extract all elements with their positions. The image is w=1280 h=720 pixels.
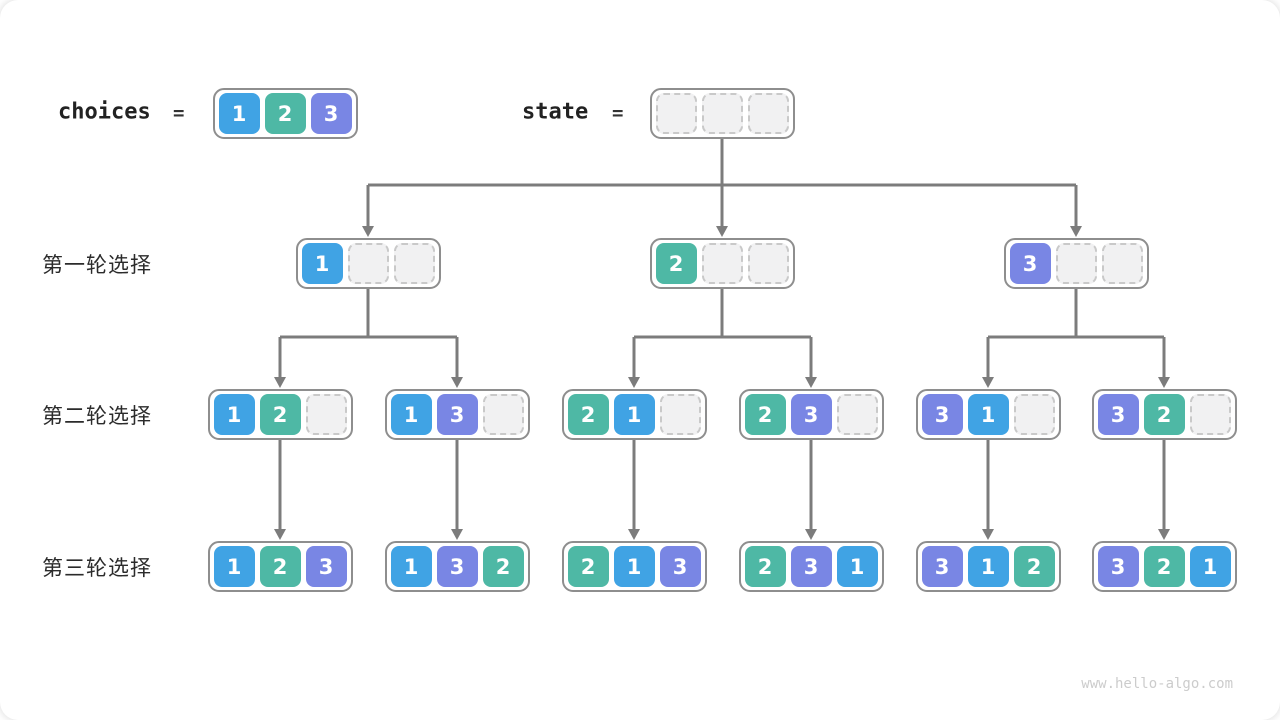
round-2-label: 第二轮选择 bbox=[42, 404, 152, 428]
choices-equals-sign: = bbox=[173, 102, 185, 124]
empty-cell bbox=[482, 394, 524, 435]
value-cell-2: 2 bbox=[1143, 394, 1185, 435]
value-cell-2: 2 bbox=[1143, 546, 1185, 587]
empty-cell bbox=[1101, 243, 1143, 284]
empty-cell bbox=[1055, 243, 1097, 284]
choices-label: choices bbox=[58, 99, 151, 125]
value-cell-1: 1 bbox=[967, 546, 1009, 587]
empty-cell bbox=[747, 93, 789, 134]
value-cell-2: 2 bbox=[264, 93, 306, 134]
round-1-state-2: 2 bbox=[649, 238, 795, 289]
value-cell-2: 2 bbox=[744, 394, 786, 435]
empty-cell bbox=[655, 93, 697, 134]
website-watermark: www.hello-algo.com bbox=[1081, 676, 1233, 692]
empty-cell bbox=[836, 394, 878, 435]
value-cell-3: 3 bbox=[659, 546, 701, 587]
value-cell-3: 3 bbox=[1009, 243, 1051, 284]
value-cell-2: 2 bbox=[744, 546, 786, 587]
empty-cell bbox=[1013, 394, 1055, 435]
value-cell-2: 2 bbox=[1013, 546, 1055, 587]
state-label: state bbox=[522, 99, 589, 125]
value-cell-3: 3 bbox=[1097, 394, 1139, 435]
value-cell-1: 1 bbox=[390, 546, 432, 587]
value-cell-1: 1 bbox=[967, 394, 1009, 435]
empty-cell bbox=[701, 93, 743, 134]
value-cell-1: 1 bbox=[390, 394, 432, 435]
value-cell-1: 1 bbox=[613, 394, 655, 435]
value-cell-3: 3 bbox=[790, 546, 832, 587]
state-equals-sign: = bbox=[612, 102, 624, 124]
value-cell-1: 1 bbox=[213, 546, 255, 587]
value-cell-3: 3 bbox=[305, 546, 347, 587]
value-cell-1: 1 bbox=[301, 243, 343, 284]
value-cell-1: 1 bbox=[1189, 546, 1231, 587]
empty-cell bbox=[393, 243, 435, 284]
empty-cell bbox=[659, 394, 701, 435]
value-cell-2: 2 bbox=[259, 546, 301, 587]
round-1-label: 第一轮选择 bbox=[42, 253, 152, 277]
empty-cell bbox=[347, 243, 389, 284]
value-cell-1: 1 bbox=[613, 546, 655, 587]
value-cell-1: 1 bbox=[836, 546, 878, 587]
value-cell-2: 2 bbox=[655, 243, 697, 284]
value-cell-3: 3 bbox=[790, 394, 832, 435]
value-cell-3: 3 bbox=[436, 394, 478, 435]
state-array bbox=[649, 88, 795, 139]
value-cell-2: 2 bbox=[482, 546, 524, 587]
value-cell-3: 3 bbox=[436, 546, 478, 587]
value-cell-2: 2 bbox=[259, 394, 301, 435]
empty-cell bbox=[747, 243, 789, 284]
empty-cell bbox=[701, 243, 743, 284]
round-3-label: 第三轮选择 bbox=[42, 556, 152, 580]
empty-cell bbox=[1189, 394, 1231, 435]
value-cell-3: 3 bbox=[310, 93, 352, 134]
empty-cell bbox=[305, 394, 347, 435]
value-cell-3: 3 bbox=[921, 394, 963, 435]
value-cell-1: 1 bbox=[213, 394, 255, 435]
value-cell-3: 3 bbox=[1097, 546, 1139, 587]
value-cell-2: 2 bbox=[567, 394, 609, 435]
value-cell-1: 1 bbox=[218, 93, 260, 134]
value-cell-3: 3 bbox=[921, 546, 963, 587]
value-cell-2: 2 bbox=[567, 546, 609, 587]
round-1-state-3: 3 bbox=[1003, 238, 1149, 289]
round-1-state-1: 1 bbox=[295, 238, 441, 289]
